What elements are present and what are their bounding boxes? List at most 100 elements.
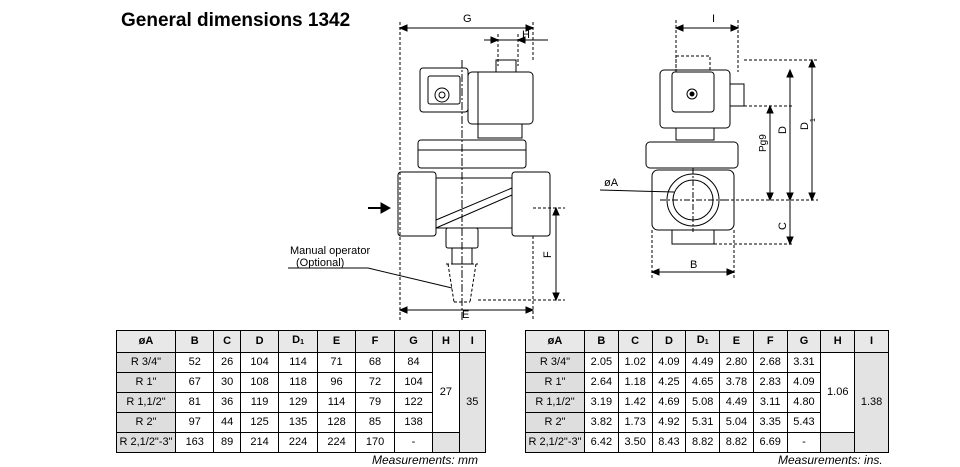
cell-b: 97	[174, 412, 215, 433]
dim-label-d1: D	[799, 122, 811, 130]
cell-size: R 1"	[116, 372, 176, 393]
cell-d1: 5.31	[685, 412, 721, 433]
cell-g: 122	[393, 392, 434, 413]
dimensions-table-mm: øA B C D D1 E F G H I R 3/4" 52 26 104 1…	[116, 330, 487, 453]
measurements-note-mm: Measurements: mm	[372, 453, 479, 467]
cell-e: 96	[316, 372, 357, 393]
cell-c: 1.02	[617, 352, 653, 373]
cell-b: 52	[174, 352, 215, 373]
cell-c: 3.50	[617, 432, 653, 453]
col-header-oa: øA	[525, 330, 585, 353]
cell-d: 214	[239, 432, 280, 453]
col-header-i: I	[854, 330, 889, 353]
cell-g: 84	[393, 352, 434, 373]
cell-f: 170	[355, 432, 395, 453]
cell-h: 27	[432, 352, 460, 433]
col-header-e: E	[316, 330, 357, 353]
cell-size: R 1,1/2"	[116, 392, 176, 413]
cell-size: R 3/4"	[116, 352, 176, 373]
cell-d: 4.92	[651, 412, 687, 433]
dim-label-oa: øA	[604, 177, 619, 189]
dim-label-e: E	[462, 309, 469, 321]
cell-d: 119	[239, 392, 280, 413]
cell-c: 1.73	[617, 412, 653, 433]
cell-c: 1.18	[617, 372, 653, 393]
cell-d1: 118	[278, 372, 318, 393]
col-header-oa: øA	[116, 330, 176, 353]
cell-f: 6.69	[752, 432, 788, 453]
cell-c: 26	[213, 352, 241, 373]
cell-h-empty	[432, 432, 460, 453]
cell-f: 72	[355, 372, 395, 393]
valve-dimension-drawing: G H I Pg9 D D 1 C øA B F E Manual operat…	[288, 13, 818, 321]
cell-e: 8.82	[719, 432, 754, 453]
cell-e: 2.80	[719, 352, 754, 373]
cell-c: 44	[213, 412, 241, 433]
cell-c: 89	[213, 432, 241, 453]
cell-f: 79	[355, 392, 395, 413]
col-header-i: I	[458, 330, 487, 353]
cell-d: 4.25	[651, 372, 687, 393]
cell-f: 68	[355, 352, 395, 373]
manual-operator-label: Manual operator	[290, 245, 370, 257]
col-header-d: D	[651, 330, 687, 353]
cell-e: 4.49	[719, 392, 754, 413]
cell-f: 3.35	[752, 412, 788, 433]
dim-label-h: H	[522, 29, 530, 41]
dim-label-b: B	[690, 259, 697, 271]
col-header-f: F	[752, 330, 788, 353]
cell-b: 2.64	[584, 372, 619, 393]
cell-e: 5.04	[719, 412, 754, 433]
cell-d1: 129	[278, 392, 318, 413]
cell-b: 163	[174, 432, 215, 453]
col-header-h: H	[432, 330, 460, 353]
cell-g: 4.09	[786, 372, 822, 393]
cell-f: 3.11	[752, 392, 788, 413]
col-header-h: H	[820, 330, 856, 353]
cell-i: 1.38	[854, 352, 889, 453]
cell-size: R 2"	[525, 412, 585, 433]
col-header-d: D	[239, 330, 280, 353]
col-header-g: G	[393, 330, 434, 353]
cell-b: 67	[174, 372, 215, 393]
col-header-d1: D1	[278, 330, 318, 353]
cell-d: 8.43	[651, 432, 687, 453]
cell-g: 3.31	[786, 352, 822, 373]
dimensions-table-inches: øA B C D D1 E F G H I R 3/4" 2.05 1.02 4…	[525, 330, 889, 453]
table-row: R 1,1/2" 81 36 119 129 114 79 122	[116, 392, 486, 413]
cell-size: R 2,1/2"-3"	[525, 432, 585, 453]
cell-g: 138	[393, 412, 434, 433]
cell-c: 36	[213, 392, 241, 413]
cell-b: 2.05	[584, 352, 619, 373]
cell-e: 128	[316, 412, 357, 433]
col-header-b: B	[584, 330, 619, 353]
cell-i: 35	[458, 352, 487, 453]
cell-g: 5.43	[786, 412, 822, 433]
cell-size: R 1"	[525, 372, 585, 393]
cell-f: 85	[355, 412, 395, 433]
cell-size: R 3/4"	[525, 352, 585, 373]
cell-d: 108	[239, 372, 280, 393]
cell-d1: 8.82	[685, 432, 721, 453]
table-row: R 2,1/2"-3" 6.42 3.50 8.43 8.82 8.82 6.6…	[525, 432, 889, 453]
table-row: R 1" 67 30 108 118 96 72 104	[116, 372, 486, 393]
cell-e: 114	[316, 392, 357, 413]
table-row: R 2" 97 44 125 135 128 85 138	[116, 412, 486, 433]
col-header-e: E	[719, 330, 754, 353]
col-header-b: B	[174, 330, 215, 353]
dim-label-c: C	[777, 222, 789, 230]
cell-g: 104	[393, 372, 434, 393]
cell-size: R 2,1/2"-3"	[116, 432, 176, 453]
cell-h-empty	[820, 432, 856, 453]
cell-d1: 135	[278, 412, 318, 433]
cell-b: 81	[174, 392, 215, 413]
dim-label-i: I	[712, 13, 715, 25]
cell-d1: 4.65	[685, 372, 721, 393]
cell-g: 4.80	[786, 392, 822, 413]
table-header-row: øA B C D D1 E F G H I	[116, 330, 487, 353]
cell-size: R 2"	[116, 412, 176, 433]
cell-d: 104	[239, 352, 280, 373]
col-header-c: C	[213, 330, 241, 353]
table-row: R 2,1/2"-3" 163 89 214 224 224 170 -	[116, 432, 486, 453]
cell-size: R 1,1/2"	[525, 392, 585, 413]
